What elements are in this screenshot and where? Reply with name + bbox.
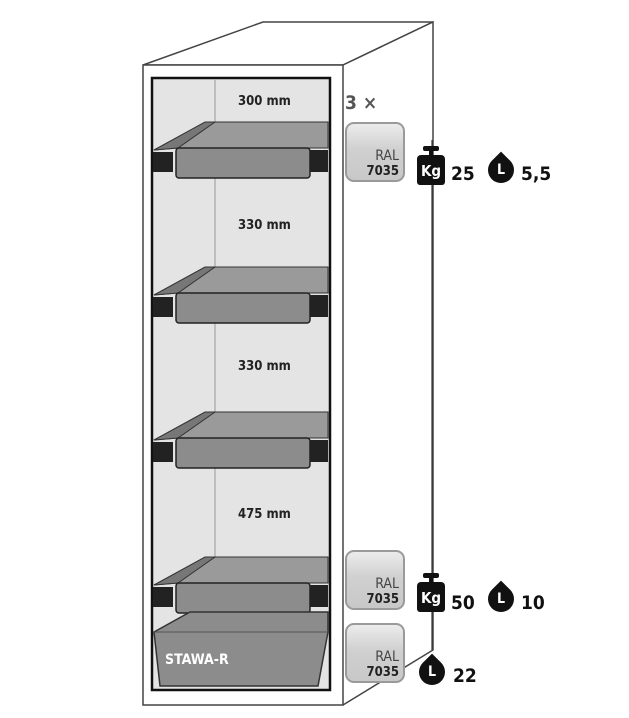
shelf-tray — [153, 121, 329, 179]
quantity-label: 3 × — [345, 92, 378, 114]
shelf-height-4: 475 mm — [238, 507, 291, 522]
sump-tray — [153, 611, 329, 687]
liquid-drop-icon: L — [413, 653, 451, 691]
liquid-drop-icon: L — [482, 580, 520, 618]
bottom-weight: 50 — [451, 592, 475, 614]
shelf-volume: 5,5 — [521, 163, 552, 185]
shelf-tray — [153, 556, 329, 614]
weight-icon: Kg — [417, 573, 445, 612]
shelf-weight: 25 — [451, 163, 475, 185]
sump-volume: 22 — [453, 665, 477, 687]
shelf-height-1: 300 mm — [238, 94, 291, 109]
liquid-drop-icon: L — [482, 151, 520, 189]
shelf-tray — [153, 266, 329, 324]
sump-label: STAWA-R — [165, 652, 229, 668]
bottom-volume: 10 — [521, 592, 545, 614]
shelf-height-2: 330 mm — [238, 218, 291, 233]
shelf-height-3: 330 mm — [238, 359, 291, 374]
shelf-tray — [153, 411, 329, 469]
weight-icon: Kg — [417, 146, 445, 185]
